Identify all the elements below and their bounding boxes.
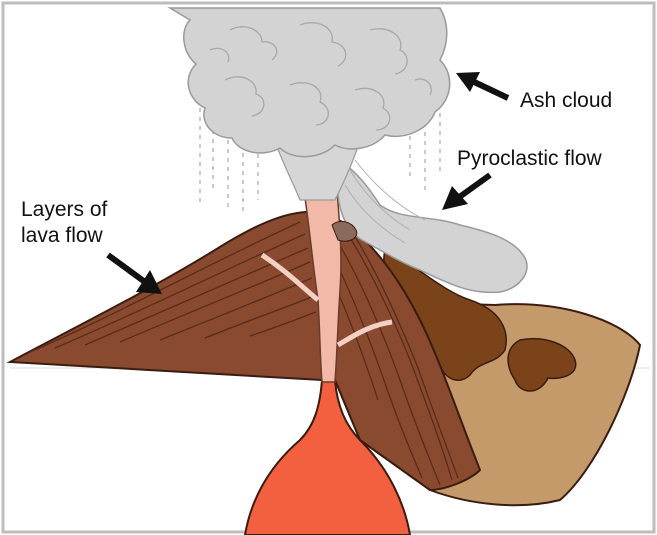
lava-flow-label-line1: Layers of	[21, 197, 107, 223]
lava-flow-label: Layers of lava flow	[21, 197, 107, 249]
lava-flow-label-line2: lava flow	[21, 223, 107, 249]
pyroclastic-flow-label: Pyroclastic flow	[457, 146, 602, 172]
ash-cloud-label: Ash cloud	[520, 88, 612, 114]
